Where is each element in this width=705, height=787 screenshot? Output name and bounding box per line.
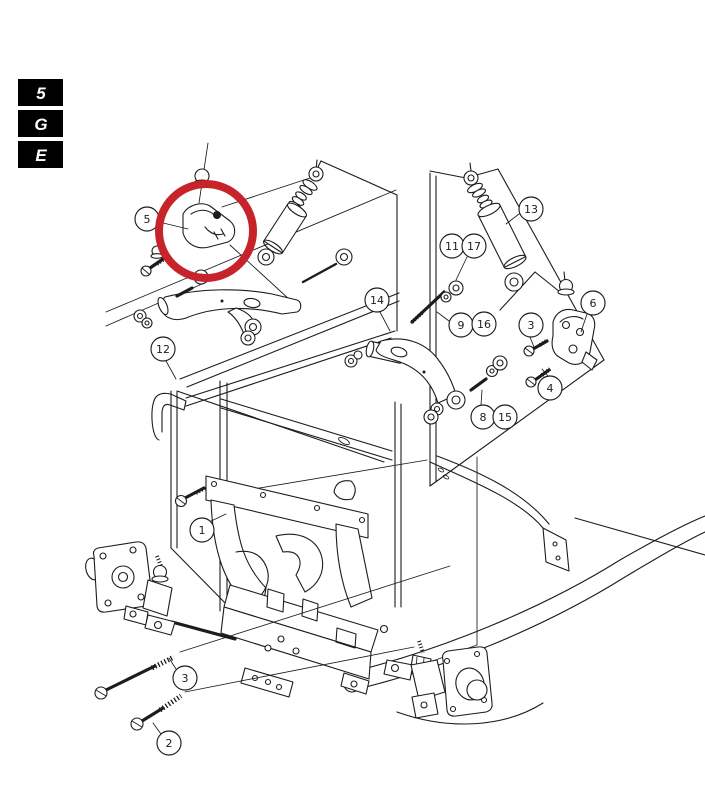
- svg-text:1: 1: [199, 524, 206, 537]
- bracket-body: [182, 203, 236, 249]
- svg-text:13: 13: [524, 203, 538, 216]
- callout-2: 2: [156, 730, 182, 756]
- leaf-spring: [343, 515, 705, 725]
- bolt-part4: [525, 367, 552, 388]
- support-plate: [205, 475, 369, 539]
- shock-eyelet: [257, 248, 275, 266]
- left-wheel-hub-spindle: [85, 541, 237, 641]
- callout-16: 16: [471, 311, 497, 337]
- pivot-pin: [175, 286, 194, 298]
- tie-rod: [170, 620, 237, 641]
- plate-mount-bolt: [174, 486, 206, 508]
- shock-eyelet: [463, 170, 479, 186]
- washer: [344, 354, 358, 368]
- svg-text:16: 16: [477, 318, 491, 331]
- left-shock-absorber: [257, 159, 324, 266]
- shock-eyelet: [308, 166, 324, 182]
- frame-support-plate-and-crossmember: [174, 475, 389, 698]
- crossmember-front: [220, 606, 372, 680]
- svg-text:3: 3: [528, 319, 535, 332]
- svg-text:17: 17: [467, 240, 481, 253]
- svg-text:5: 5: [36, 84, 46, 103]
- svg-text:11: 11: [445, 240, 459, 253]
- bolt-part3-long: [94, 654, 176, 700]
- callout-4: 4: [537, 375, 563, 401]
- svg-text:6: 6: [590, 297, 597, 310]
- index-tab-5: 5: [18, 79, 63, 106]
- callout-14: 14: [364, 287, 390, 313]
- spindle-body: [410, 659, 446, 701]
- svg-text:8: 8: [480, 411, 487, 424]
- callout-1: 1: [189, 517, 215, 543]
- svg-text:9: 9: [458, 319, 465, 332]
- left-control-arm-assembly: [133, 176, 353, 346]
- callout-15: 15: [492, 404, 518, 430]
- pivot-bolt: [301, 262, 338, 284]
- svg-text:E: E: [35, 146, 47, 165]
- index-tab-E: E: [18, 141, 63, 168]
- callout-8: 8: [470, 404, 496, 430]
- pivot-bolt: [410, 290, 446, 324]
- right-wheel-hub-spindle: [383, 640, 493, 719]
- callout-17: 17: [461, 233, 487, 259]
- callout-11: 11: [439, 233, 465, 259]
- bushing: [335, 248, 353, 266]
- callout-3-bottom: 3: [172, 665, 198, 691]
- upper-pivot-hardware: [410, 280, 464, 324]
- callout-3-right: 3: [518, 312, 544, 338]
- svg-text:14: 14: [370, 294, 384, 307]
- right-control-arm-assembly: [344, 338, 508, 425]
- callouts: 5 13 11 17 14 9 16 3: [134, 196, 606, 756]
- svg-text:12: 12: [156, 343, 170, 356]
- svg-text:4: 4: [547, 382, 554, 395]
- control-arm: [375, 338, 457, 404]
- washer: [133, 309, 147, 323]
- callout-12: 12: [150, 336, 176, 362]
- spindle-body: [142, 579, 173, 617]
- svg-text:5: 5: [144, 213, 151, 226]
- svg-text:3: 3: [182, 672, 189, 685]
- right-shock-absorber: [463, 162, 527, 292]
- washer: [440, 291, 452, 303]
- spacer: [469, 377, 488, 392]
- index-tab-G: G: [18, 110, 63, 137]
- assembly-axis-lines: [179, 565, 451, 693]
- highlight-ring: [155, 180, 257, 282]
- svg-text:2: 2: [166, 737, 173, 750]
- shock-mount-bracket-part5: [140, 142, 236, 277]
- shock-eyelet: [504, 272, 524, 292]
- saddle-cutout: [275, 533, 324, 593]
- bolt: [148, 257, 165, 270]
- bushing: [492, 355, 508, 371]
- callout-13: 13: [518, 196, 544, 222]
- svg-text:15: 15: [498, 411, 512, 424]
- callout-9: 9: [448, 312, 474, 338]
- bolt-part2-long: [130, 693, 183, 731]
- callout-6: 6: [580, 290, 606, 316]
- bolt-part3: [523, 338, 550, 357]
- kingpin-stud: [417, 640, 425, 654]
- bushing: [446, 390, 466, 410]
- kingpin-stud: [155, 555, 163, 567]
- frame-mount-bolts: [94, 654, 183, 731]
- svg-text:G: G: [34, 115, 47, 134]
- index-tabs: 5 G E: [18, 79, 63, 168]
- bushing: [448, 280, 464, 296]
